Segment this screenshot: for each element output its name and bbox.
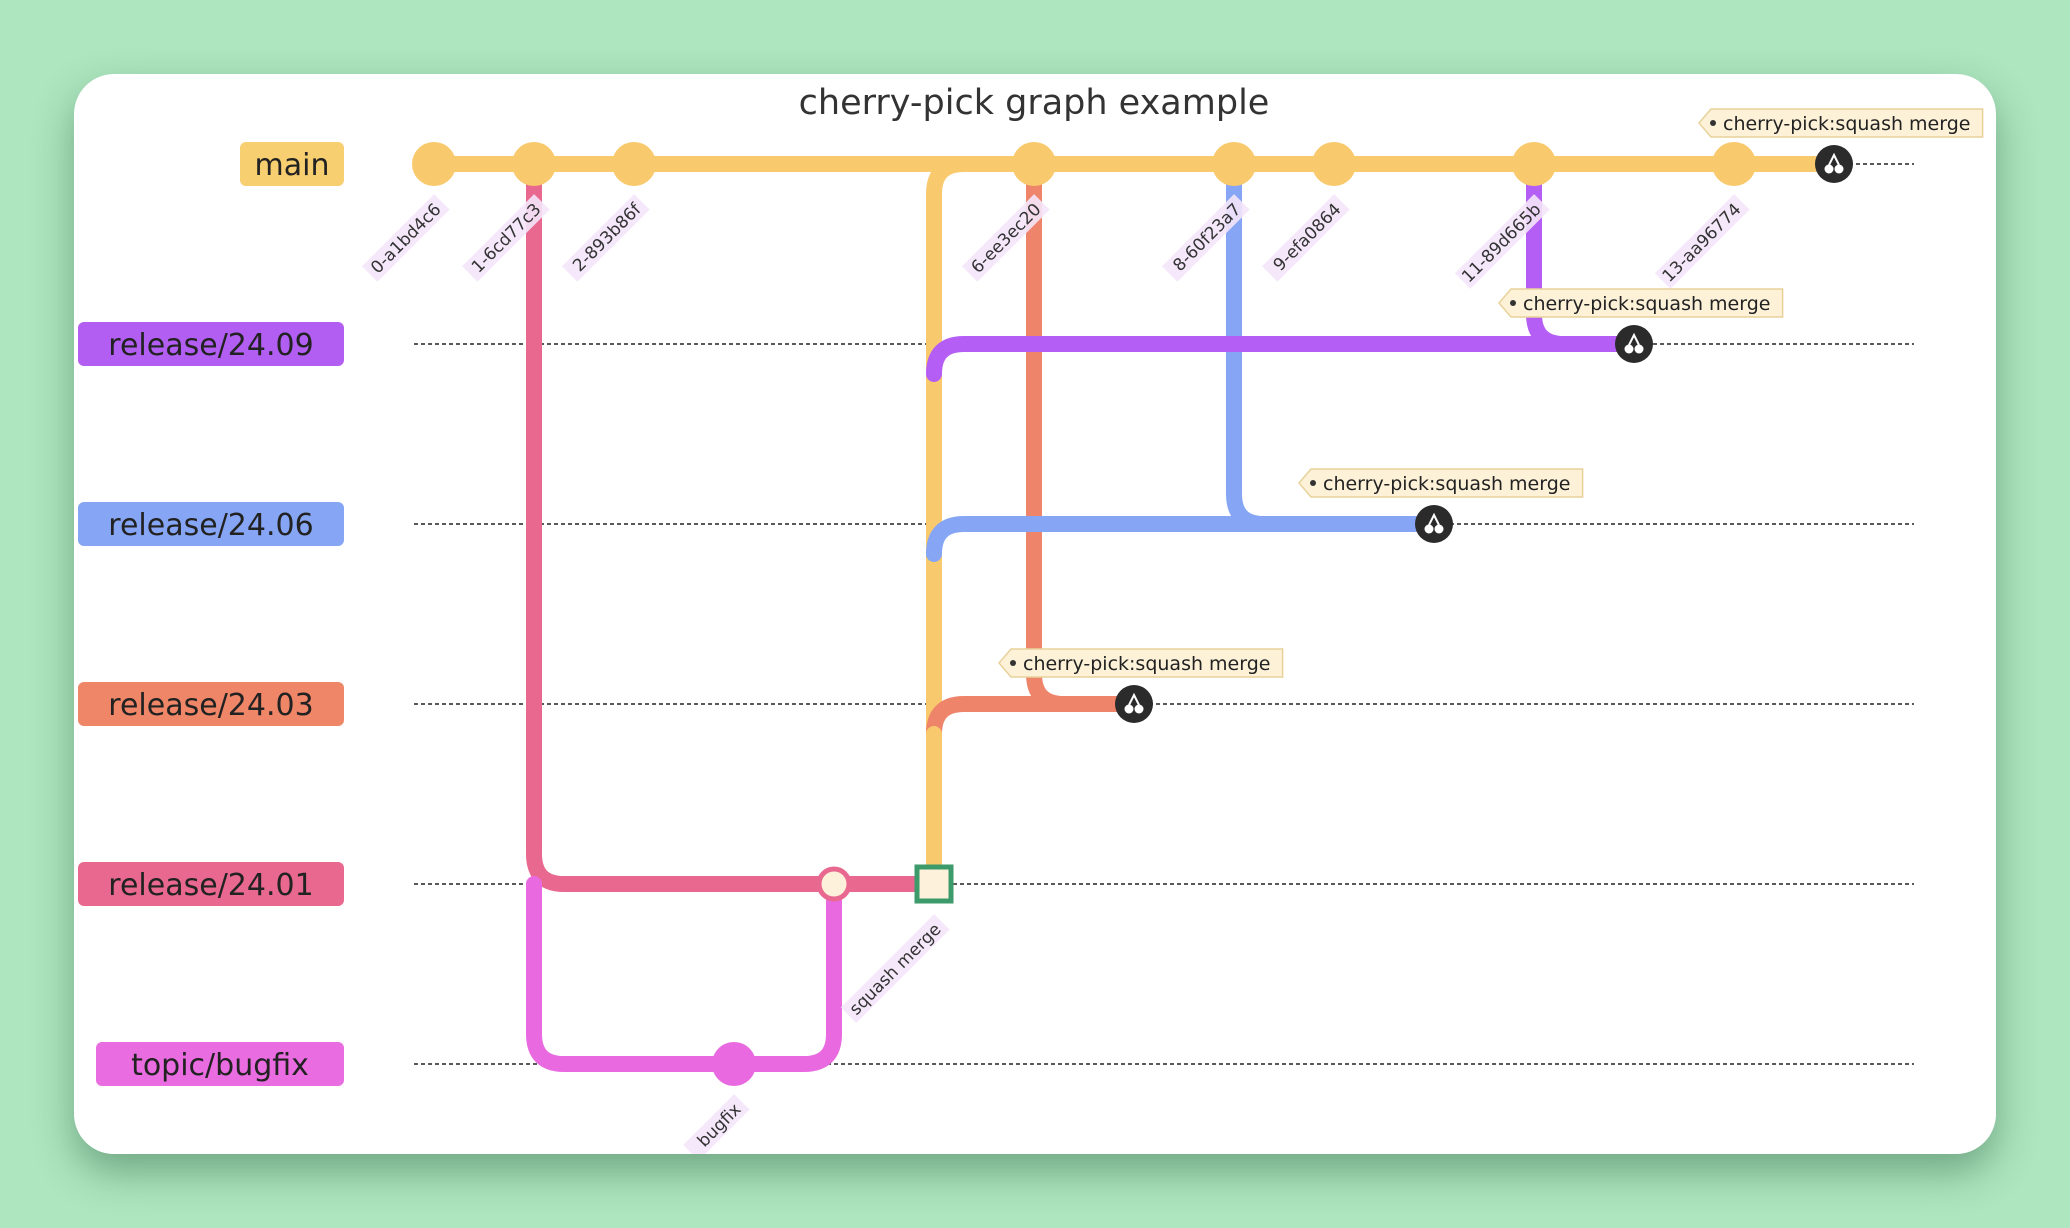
branch-label-bg: [78, 502, 344, 546]
branch-label-bg: [78, 682, 344, 726]
commit-label-bg: [1161, 194, 1250, 282]
branch-label-text: main: [255, 148, 330, 183]
commit-6-ee3ec20[interactable]: [1012, 142, 1056, 186]
squash-merge-commit[interactable]: [914, 864, 954, 904]
tag-text: cherry-pick:squash merge: [1723, 113, 1970, 135]
commit-label: 2-893b86f: [561, 194, 650, 282]
commit-label: 0-a1bd4c6: [361, 194, 450, 282]
commit-label-text: squash merge: [846, 920, 946, 1020]
commit-bugfix[interactable]: [712, 1042, 756, 1086]
commit-label-bg: [840, 914, 950, 1023]
branch-label-r0303: release/24.03: [78, 682, 344, 726]
cherry-icon: [1115, 685, 1153, 723]
tag-text: cherry-pick:squash merge: [1323, 473, 1570, 495]
cherry-pick-link-r0303: [1026, 156, 1142, 712]
commit-label-bg: [683, 1094, 750, 1154]
commit-label-text: 0-a1bd4c6: [367, 200, 445, 278]
branch-label-r0909: release/24.09: [78, 322, 344, 366]
tag-hole-icon: [1010, 660, 1016, 666]
commit-label: bugfix: [683, 1094, 750, 1154]
commit-2-893b86f[interactable]: [612, 142, 656, 186]
commit-label-text: 2-893b86f: [569, 199, 646, 276]
cherry-pick-commit-r0303[interactable]: [1115, 685, 1153, 723]
commit-tag: cherry-pick:squash merge: [1698, 108, 1984, 138]
release-line-r0909: [926, 336, 1642, 382]
branch-label-text: topic/bugfix: [131, 1048, 309, 1083]
graph-card: cherry-pick graph example main release/24…: [74, 74, 1996, 1154]
commit-label-bg: [461, 194, 550, 282]
commit-label-bg: [361, 194, 450, 282]
branch-label-bg: [78, 862, 344, 906]
commit-label: squash merge: [840, 914, 950, 1023]
tag-bg: [1498, 288, 1784, 318]
tag-bg: [1298, 468, 1584, 498]
branch-label-bg: [78, 322, 344, 366]
commit-tag: cherry-pick:squash merge: [1298, 468, 1584, 498]
branch-label-bg: [240, 142, 344, 186]
commit-0-a1bd4c6[interactable]: [412, 142, 456, 186]
tag-hole-icon: [1510, 300, 1516, 306]
cherry-pick-link-r0606: [1226, 156, 1442, 532]
tag-bg: [1698, 108, 1984, 138]
tag-hole-icon: [1310, 480, 1316, 486]
commit-9-efa0864[interactable]: [1312, 142, 1356, 186]
release-line-r0606: [926, 516, 1442, 562]
cherry-icon: [1615, 325, 1653, 363]
branch-label-text: release/24.09: [108, 328, 313, 363]
commit-label: 9-efa0864: [1261, 194, 1350, 282]
squash-merge-upstream-line: [926, 156, 972, 892]
commit-label-text: 9-efa0864: [1270, 200, 1346, 276]
commit-label-bg: [1261, 194, 1350, 282]
commit-8-60f23a7[interactable]: [1212, 142, 1256, 186]
cherry-pick-commit-r0606[interactable]: [1415, 505, 1453, 543]
commit-label: 13-aa96774: [1654, 194, 1750, 289]
commit-label-text: 13-aa96774: [1659, 200, 1746, 287]
cherry-pick-commit-main[interactable]: [1815, 145, 1853, 183]
git-graph: cherry-pick graph example main release/24…: [78, 83, 1984, 1154]
branch-label-r0606: release/24.06: [78, 502, 344, 546]
release-24-01-line: [526, 156, 942, 892]
branch-label-text: release/24.06: [108, 508, 313, 543]
tag-hole-icon: [1710, 120, 1716, 126]
graph-title: cherry-pick graph example: [799, 83, 1270, 123]
topic-bugfix-line: [526, 876, 842, 1072]
cherry-icon: [1415, 505, 1453, 543]
commit-tag: cherry-pick:squash merge: [998, 648, 1284, 678]
branch-label-bugfix: topic/bugfix: [96, 1042, 344, 1086]
commit-label-bg: [1654, 194, 1750, 289]
branch-label-main: main: [240, 142, 344, 186]
tag-bg: [998, 648, 1284, 678]
tag-text: cherry-pick:squash merge: [1023, 653, 1270, 675]
commit-1-6cd77c3[interactable]: [512, 142, 556, 186]
branch-label-r0101: release/24.01: [78, 862, 344, 906]
commit-label-bg: [561, 194, 650, 282]
cherry-pick-commit-r0909[interactable]: [1615, 325, 1653, 363]
branch-label-text: release/24.03: [108, 688, 313, 723]
commit-13-aa96774[interactable]: [1712, 142, 1756, 186]
branch-label-bg: [96, 1042, 344, 1086]
commit-tag: cherry-pick:squash merge: [1498, 288, 1784, 318]
branch-label-text: release/24.01: [108, 868, 313, 903]
merge-commit-release-24-01[interactable]: [816, 866, 852, 902]
cherry-icon: [1815, 145, 1853, 183]
commit-label-bg: [961, 194, 1050, 282]
commit-11-89d665b[interactable]: [1512, 142, 1556, 186]
tag-text: cherry-pick:squash merge: [1523, 293, 1770, 315]
commit-label-text: bugfix: [694, 1100, 746, 1152]
commit-label-bg: [1454, 194, 1550, 289]
